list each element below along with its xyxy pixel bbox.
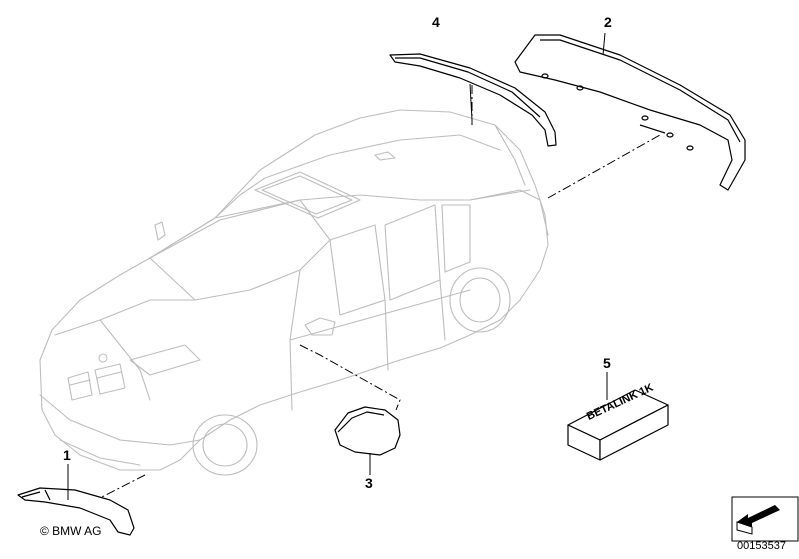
arrow-icon [737,505,780,527]
rear-diffuser-part [514,34,746,191]
mirror-cap-part [334,406,401,456]
drawing-number-box [731,496,799,542]
callout-1: 1 [63,447,71,463]
front-lip-spoiler-part [17,487,135,536]
car-body [39,109,549,476]
callout-5: 5 [603,355,611,371]
callout-2: 2 [604,14,612,30]
assembly-dash-lines [99,85,661,499]
adhesive-box-part [567,389,669,461]
callout-4: 4 [432,14,440,30]
roof-spoiler-part [389,53,557,147]
callout-3: 3 [365,475,373,491]
copyright-notice: © BMW AG [40,524,102,538]
drawing-number: 00153537 [737,540,786,552]
